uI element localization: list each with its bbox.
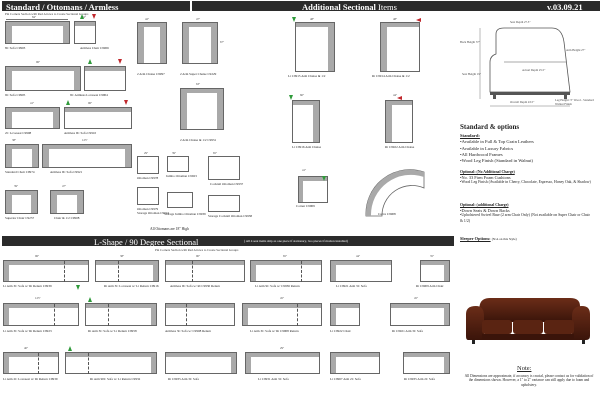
lshape-l1 xyxy=(3,260,89,282)
lshape-l7 xyxy=(3,303,79,326)
standard-chair xyxy=(5,144,39,168)
sofa-9c xyxy=(5,66,81,91)
lt-arm-chaise xyxy=(292,100,320,143)
lshape-l9 xyxy=(165,303,235,326)
lshape-l16 xyxy=(245,352,320,374)
curve-sectional xyxy=(365,169,425,217)
header-standard: Standard / Ottomans / Armless xyxy=(2,1,190,12)
note-title: Note: xyxy=(517,365,532,372)
note-body: All Dimensions are approximate, if accur… xyxy=(464,374,594,387)
lshape-l18 xyxy=(403,352,450,374)
storage-ottoman xyxy=(137,187,159,205)
chaise-and-half xyxy=(180,88,224,130)
armless-chair xyxy=(74,21,96,44)
lshape-l14 xyxy=(65,352,157,374)
superior-chair xyxy=(5,190,38,214)
header-additional-title: Additional Sectional Items xyxy=(302,1,397,12)
lshape-l10 xyxy=(242,303,322,326)
options-title: Standard & options xyxy=(460,123,520,131)
sofa-8c xyxy=(5,21,70,44)
lshape-l15 xyxy=(165,352,237,374)
rt-arm-chaise xyxy=(385,100,413,143)
storage-cocktail-ottoman xyxy=(208,195,240,212)
armless-sofa-9c xyxy=(64,107,132,129)
lshape-l13 xyxy=(3,352,59,374)
lshape-l4 xyxy=(250,260,322,282)
sofa-profile-diagram xyxy=(479,27,571,107)
armless-loveseat xyxy=(84,66,126,91)
chair-and-half xyxy=(50,190,84,214)
lshape-l6 xyxy=(420,260,450,282)
jumbo-ottoman xyxy=(167,156,189,172)
header-standard-sub: Pin Corners Section with Red Arrows to C… xyxy=(5,12,89,16)
ottoman xyxy=(137,156,159,174)
lshape-l12 xyxy=(390,303,450,326)
lt-arm-chaise-half xyxy=(295,22,335,72)
chaise-2arm xyxy=(137,22,167,64)
header-standard-title: Standard / Ottomans / Armless xyxy=(6,1,119,12)
rt-arm-chaise-half xyxy=(380,22,420,72)
lshape-l5 xyxy=(330,260,392,282)
header-additional: Additional Sectional Items v.03.09.21 xyxy=(192,1,600,12)
lshape-l2 xyxy=(95,260,159,282)
lshape-l3 xyxy=(165,260,245,282)
super-chaise-2arm xyxy=(182,22,218,64)
version-label: v.03.09.21 xyxy=(547,1,583,12)
cocktail-ottoman xyxy=(208,156,240,180)
storage-jumbo-ottoman xyxy=(167,192,193,208)
lshape-l11 xyxy=(330,303,360,326)
ottoman-note: All Ottomans are 18" High xyxy=(150,227,189,231)
sofa-photo xyxy=(466,298,590,344)
header-lshape: L-Shape / 90 Degree Sectional ( All 4 se… xyxy=(2,236,454,247)
options-list: Standard: Available in Full & Top Grain … xyxy=(460,133,534,164)
header-lshape-title: L-Shape / 90 Degree Sectional xyxy=(94,236,199,247)
armless-sofa-9c-2 xyxy=(42,144,132,168)
loveseat-2c xyxy=(5,107,60,129)
lshape-l17 xyxy=(330,352,380,374)
lshape-l8 xyxy=(85,303,157,326)
